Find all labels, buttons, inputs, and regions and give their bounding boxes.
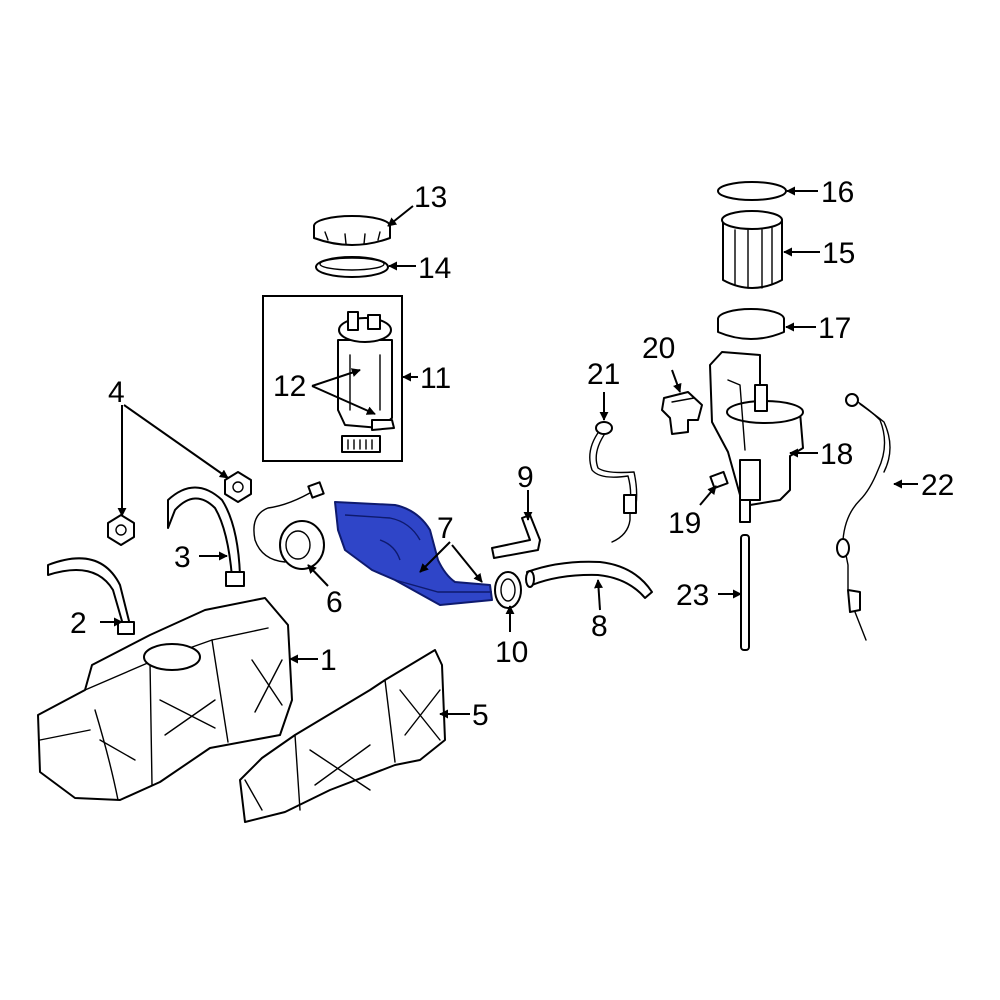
filter-cap-part-17[interactable] (717, 308, 785, 340)
callout-12: 12 (273, 370, 306, 403)
o-ring-part-16[interactable] (717, 181, 787, 201)
callout-18: 18 (820, 438, 853, 471)
callout-19: 19 (668, 507, 701, 540)
nut-part-4a[interactable] (107, 514, 135, 546)
vent-tube-part-9[interactable] (491, 514, 541, 559)
filter-housing-part-18[interactable] (709, 351, 804, 523)
callout-1: 1 (320, 644, 337, 677)
callout-7: 7 (437, 512, 454, 545)
sensor-part-20[interactable] (661, 391, 703, 435)
callout-8: 8 (591, 610, 608, 643)
filler-neck-housing-part-7[interactable] (334, 501, 493, 606)
callout-11: 11 (420, 362, 451, 395)
callout-23: 23 (676, 579, 709, 612)
leader-lines (100, 186, 918, 719)
callout-20: 20 (642, 332, 675, 365)
fuel-line-part-21[interactable] (589, 421, 638, 543)
callout-14: 14 (418, 252, 451, 285)
nut-part-4b[interactable] (224, 471, 252, 503)
callout-3: 3 (174, 541, 191, 574)
tank-strap-part-3[interactable] (167, 486, 245, 587)
heat-shield-part-5[interactable] (239, 649, 446, 823)
fuel-tank-part-1[interactable] (37, 597, 293, 801)
harness-part-22[interactable] (836, 393, 891, 641)
callout-4: 4 (108, 376, 125, 409)
callout-9: 9 (517, 461, 534, 494)
callout-10: 10 (495, 636, 528, 669)
fitting-part-19[interactable] (709, 470, 729, 490)
lock-ring-part-13[interactable] (313, 215, 391, 246)
fuel-sender-part-6[interactable] (253, 481, 325, 570)
dip-tube-part-23[interactable] (740, 534, 750, 651)
clamp-ring-part-10[interactable] (494, 571, 522, 609)
fuel-pump-module-part-11[interactable] (262, 295, 403, 462)
callout-15: 15 (822, 237, 855, 270)
callout-21: 21 (587, 358, 620, 391)
callout-17: 17 (818, 312, 851, 345)
fuel-filter-part-15[interactable] (721, 210, 783, 289)
callout-13: 13 (414, 181, 447, 214)
callout-5: 5 (472, 699, 489, 732)
callout-6: 6 (326, 586, 343, 619)
callout-22: 22 (921, 469, 954, 502)
filler-hose-part-8[interactable] (525, 560, 653, 599)
seal-part-14[interactable] (315, 256, 389, 278)
callout-16: 16 (821, 176, 854, 209)
callout-labels: 1 2 3 4 5 6 7 8 9 10 11 12 13 14 15 16 1… (70, 176, 954, 732)
callout-2: 2 (70, 607, 87, 640)
